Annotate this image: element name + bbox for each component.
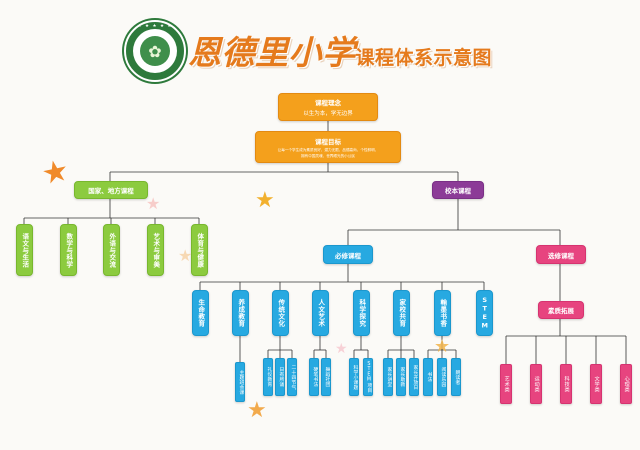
star-decoration-icon: ★ [255,188,275,213]
national-item-foreign-language: 外语与交流 [103,224,120,276]
school-logo: ✿ ★ ★ ★ ★ ★ [124,20,186,82]
elective-item-tech: 科技类 [560,364,572,404]
leaf-traditional-2: 二十四节气 [287,358,297,396]
leaf-life-education-1: 主题班会课 [235,362,245,402]
leaf-habit-education-1: 礼仪教育 [263,358,273,396]
national-item-pe: 体育与健康 [191,224,208,276]
star-decoration-icon: ★ [335,341,348,357]
logo-emblem-icon: ✿ [140,36,170,66]
logo-stars: ★ ★ ★ ★ ★ [137,24,173,29]
title-suffix: 课程体系示意图 [355,47,493,69]
page-title: 恩德里小学课程体系示意图 [188,26,492,74]
star-decoration-icon: ★ [146,194,161,213]
leaf-home-school-2: 家长助教 [396,358,406,396]
elective-item-literature: 文学类 [590,364,602,404]
required-item-habit-education: 养成教育 [232,290,249,336]
required-item-traditional-culture: 传统文化 [272,290,289,336]
concept-text: 以生为本，学无边界 [303,111,353,117]
concept-title: 课程理念 [315,99,341,107]
national-item-chinese: 语文与生活 [16,224,33,276]
goal-line-1: 让每一个学生成为素质良好、潜力无限、品德高尚、个性鲜明、 [277,147,379,152]
required-item-life-education: 生命教育 [192,290,209,336]
leaf-reading-2: 阅读乐园 [437,358,447,396]
school-course-box: 校本课程 [432,181,484,199]
leaf-reading-3: 朗读者 [451,358,461,396]
leaf-home-school-1: 家长讲堂 [383,358,393,396]
national-item-art: 艺术与审美 [147,224,164,276]
star-decoration-icon: ★ [247,398,267,423]
national-item-math: 数学与科学 [60,224,77,276]
concept-box: 课程理念 以生为本，学无边界 [278,93,378,121]
star-decoration-icon: ★ [434,336,451,357]
leaf-humanities-2: 舞蹈社团 [321,358,331,396]
leaf-science-1: 科学小课题 [349,358,359,396]
required-item-science: 科学探究 [353,290,370,336]
required-course-box: 必修课程 [323,245,373,264]
leaf-science-2: STEM项目 [363,358,373,396]
elective-item-art: 艺术类 [500,364,512,404]
required-item-stem: STEM [476,290,493,336]
elective-course-box: 选修课程 [536,245,586,264]
leaf-traditional-1: 日有所诵 [275,358,285,396]
leaf-humanities-1: 硬笔书法 [309,358,319,396]
elective-sub-box: 素质拓展 [538,301,584,319]
required-item-home-school: 家校共育 [393,290,410,336]
required-item-reading: 翰墨书香 [434,290,451,336]
elective-item-psychology: 心理类 [620,364,632,404]
goal-box: 课程目标 让每一个学生成为素质良好、潜力无限、品德高尚、个性鲜明、 拥有中国灵魂… [255,131,401,163]
elective-item-sports: 运动类 [530,364,542,404]
goal-line-2: 拥有中国灵魂、世界眼光的小公民 [301,153,355,158]
required-item-humanities-art: 人文艺术 [312,290,329,336]
leaf-home-school-3: 家长开放日 [409,358,419,396]
school-name: 恩德里小学 [188,33,356,72]
national-course-box: 国家、地方课程 [74,181,148,199]
star-decoration-icon: ★ [178,246,193,265]
goal-title: 课程目标 [315,137,341,146]
leaf-reading-1: 书法 [423,358,433,396]
